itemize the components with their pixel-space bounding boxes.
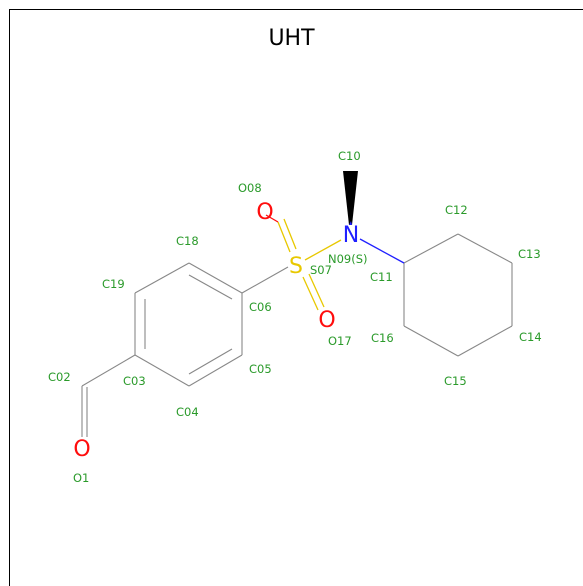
- symbol-o08: O: [256, 200, 273, 225]
- label-c19: C19: [102, 277, 125, 291]
- bond-s07-n09: [304, 239, 342, 261]
- label-c12: C12: [445, 203, 468, 217]
- label-c02: C02: [48, 370, 71, 384]
- diagram-frame: [9, 9, 583, 586]
- symbol-s07: S: [289, 254, 303, 279]
- bonds: [81, 233, 513, 437]
- bond-c03-c02: [81, 354, 136, 387]
- bond-o08-end: [265, 214, 279, 223]
- bond-c18-c06: [188, 262, 243, 294]
- bond-n09-c11: [359, 238, 405, 264]
- bond-c12-c13: [457, 233, 513, 264]
- symbol-n09: N: [343, 223, 359, 248]
- atom-labels: C10 O08 C12 C18 N09(S) C13 C19 S07 C11 C…: [48, 149, 542, 485]
- symbol-o1: O: [73, 437, 90, 462]
- label-o1: O1: [73, 471, 89, 485]
- label-c11: C11: [370, 270, 393, 284]
- label-c06: C06: [249, 300, 272, 314]
- bond-aromatic-inner-1: [188, 274, 233, 300]
- label-c13: C13: [518, 247, 541, 261]
- label-c18: C18: [176, 234, 199, 248]
- bond-c11-c12: [403, 233, 459, 264]
- bond-c05-c04: [188, 354, 243, 387]
- bond-c15-c16: [403, 325, 459, 357]
- bond-c06-s07: [241, 266, 289, 294]
- hetero-bonds: [265, 214, 405, 311]
- bond-c14-c15: [457, 325, 513, 357]
- label-c14: C14: [519, 330, 542, 344]
- wedge-bond-n09-c10: [343, 171, 358, 225]
- symbol-o17: O: [318, 308, 335, 333]
- element-symbols: O N S O O: [73, 200, 359, 462]
- label-c03: C03: [123, 374, 146, 388]
- label-c15: C15: [444, 374, 467, 388]
- bond-s07-o08-b: [283, 218, 297, 250]
- bond-c19-c18: [134, 262, 190, 294]
- bond-s07-o08-a: [277, 221, 291, 253]
- label-o08: O08: [238, 181, 262, 195]
- molecule-title: UHT: [268, 26, 315, 51]
- label-n09: N09(S): [328, 252, 368, 266]
- bond-c04-c03: [134, 354, 190, 387]
- bond-s07-o17-a: [302, 276, 319, 311]
- label-s07: S07: [310, 263, 332, 277]
- label-c16: C16: [371, 331, 394, 345]
- bond-aromatic-inner-2: [188, 348, 233, 375]
- bond-s07-o17-b: [308, 273, 325, 308]
- label-c04: C04: [176, 405, 199, 419]
- label-c05: C05: [249, 362, 272, 376]
- label-o17: O17: [328, 334, 352, 348]
- wedge-bond-tip: [349, 221, 352, 225]
- label-c10: C10: [338, 149, 361, 163]
